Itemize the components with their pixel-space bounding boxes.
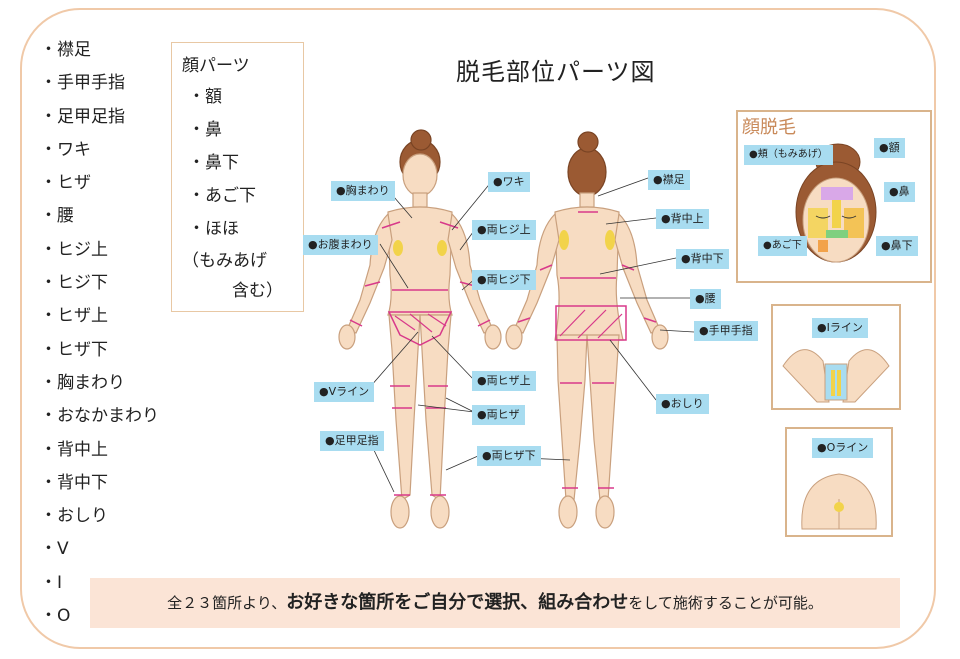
area-item: ・ヒザ上	[40, 306, 108, 327]
label-armpit: ●ワキ	[488, 172, 530, 192]
label-elbow-upper: ●両ヒジ上	[472, 220, 536, 240]
banner-text-emphasis: お好きな箇所をご自分で選択、組み合わせ	[286, 592, 629, 613]
area-item: ・足甲足指	[40, 106, 125, 127]
area-item: ・ヒザ下	[40, 339, 108, 360]
label-face-forehead: ●額	[874, 138, 905, 158]
area-item: ・背中下	[40, 472, 108, 493]
label-foot: ●足甲足指	[320, 431, 384, 451]
area-item: ・胸まわり	[40, 372, 125, 393]
label-buttocks: ●おしり	[656, 394, 709, 414]
face-part-item: ・額	[188, 87, 222, 107]
area-item: ・ヒジ上	[40, 239, 108, 260]
area-item: ・おしり	[40, 506, 108, 527]
face-illustration	[795, 143, 877, 263]
face-parts-note: 含む）	[232, 281, 283, 301]
area-item: ・襟足	[40, 40, 91, 60]
label-chest: ●胸まわり	[331, 181, 395, 201]
front-markers	[349, 221, 491, 496]
area-item: ・I	[40, 572, 63, 593]
area-item: ・V	[40, 539, 69, 560]
label-i-line: ●Iライン	[812, 318, 868, 338]
area-item: ・おなかまわり	[40, 406, 159, 427]
banner-text-1: 全２３箇所より、	[167, 594, 287, 612]
face-part-item: ・鼻	[188, 120, 222, 140]
area-item: ・ワキ	[40, 139, 91, 160]
area-item: ・腰	[40, 206, 74, 227]
back-figure	[505, 131, 669, 529]
area-list: ・襟足 ・手甲手指 ・足甲足指 ・ワキ ・ヒザ ・腰 ・ヒジ上 ・ヒジ下 ・ヒザ…	[40, 34, 190, 633]
label-face-under-chin: ●あご下	[758, 236, 807, 256]
info-banner: 全２３箇所より、お好きな箇所をご自分で選択、組み合わせをして施術することが可能。	[90, 578, 900, 628]
label-face-nose: ●鼻	[884, 182, 915, 202]
face-parts-note: （もみあげ	[182, 251, 267, 271]
o-line-illustration	[801, 473, 877, 530]
label-waist: ●腰	[690, 289, 721, 309]
label-nape: ●襟足	[648, 170, 690, 190]
face-removal-title: 顔脱毛	[742, 117, 796, 138]
label-knee-lower: ●両ヒザ下	[477, 446, 541, 466]
label-o-line: ●Oライン	[812, 438, 874, 458]
diagram-title: 脱毛部位パーツ図	[456, 58, 656, 86]
area-item: ・O	[40, 606, 71, 627]
face-part-item: ・鼻下	[188, 153, 239, 173]
label-knee: ●両ヒザ	[472, 405, 525, 425]
label-back-upper: ●背中上	[656, 209, 709, 229]
i-line-illustration	[782, 349, 890, 403]
area-item: ・手甲手指	[40, 73, 125, 94]
label-elbow-lower: ●両ヒジ下	[472, 270, 536, 290]
area-item: ・背中上	[40, 439, 108, 460]
back-markers	[517, 211, 657, 489]
label-face-cheek: ●頬（もみあげ）	[744, 145, 833, 165]
banner-text-3: をして施術することが可能。	[628, 594, 823, 612]
outer-frame	[20, 8, 936, 649]
label-back-lower: ●背中下	[676, 249, 729, 269]
face-part-item: ・ほほ	[188, 219, 239, 239]
label-knee-upper: ●両ヒザ上	[472, 371, 536, 391]
label-v-line: ●Vライン	[314, 382, 375, 402]
face-part-item: ・あご下	[188, 186, 256, 206]
label-hand: ●手甲手指	[694, 321, 758, 341]
face-parts-title: 顔パーツ	[182, 56, 250, 76]
area-item: ・ヒジ下	[40, 273, 108, 294]
label-face-under-nose: ●鼻下	[876, 236, 918, 256]
label-belly: ●お腹まわり	[303, 235, 378, 255]
area-item: ・ヒザ	[40, 173, 91, 194]
face-parts-box: 顔パーツ ・額 ・鼻 ・鼻下 ・あご下 ・ほほ （もみあげ 含む）	[171, 42, 304, 312]
